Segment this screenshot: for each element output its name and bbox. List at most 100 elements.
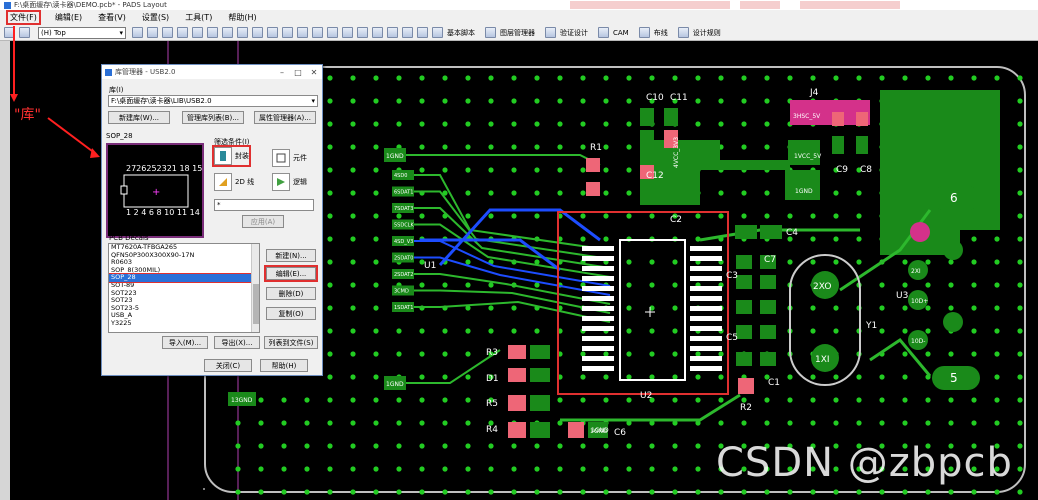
verify-design-icon[interactable] — [545, 27, 556, 38]
menu-setup[interactable]: 设置(S) — [141, 13, 170, 22]
hatch-icon[interactable] — [372, 27, 383, 38]
dimension-icon[interactable] — [252, 27, 263, 38]
verify-icon[interactable] — [402, 27, 413, 38]
basic-script-icon[interactable] — [432, 27, 443, 38]
filter-decal-toggle[interactable]: 封装 — [212, 145, 251, 167]
via — [281, 489, 287, 495]
decal-list-item[interactable]: SOT23-5 — [111, 303, 139, 312]
help-button[interactable]: 帮助(H) — [260, 359, 308, 372]
library-select[interactable]: F:\桌面缓存\读卡器\LIB\USB2.0 ▾ — [108, 95, 318, 107]
undo-icon[interactable] — [267, 27, 278, 38]
trace-label: 1SDAT1 — [394, 305, 413, 311]
filter-2d-label: 2D 线 — [235, 178, 255, 186]
route-button[interactable]: 布线 — [653, 28, 668, 37]
copy-decal-button[interactable]: 复制(O) — [266, 307, 316, 320]
via — [1017, 75, 1023, 81]
filter-2d-toggle[interactable]: 2D 线 — [214, 173, 254, 191]
cam-icon[interactable] — [598, 27, 609, 38]
via — [373, 282, 379, 288]
via — [902, 443, 908, 449]
layer-icon[interactable] — [132, 27, 143, 38]
maximize-icon[interactable]: □ — [294, 67, 302, 77]
window-icon[interactable] — [357, 27, 368, 38]
via — [580, 121, 586, 127]
new-decal-button[interactable]: 新建(N)... — [266, 249, 316, 262]
design-rules-button[interactable]: 设计规则 — [692, 28, 721, 37]
router-icon[interactable] — [638, 27, 650, 38]
via — [994, 397, 1000, 403]
drawing-manager-button[interactable]: 图层管理器 — [500, 28, 535, 37]
drafting-icon[interactable] — [237, 27, 248, 38]
move-icon[interactable] — [327, 27, 338, 38]
apply-button[interactable]: 应用(A) — [242, 215, 284, 228]
via — [925, 305, 931, 311]
layer-select[interactable]: (H) Top ▾ — [38, 26, 126, 39]
menu-edit[interactable]: 编辑(E) — [54, 13, 83, 22]
refresh-icon[interactable] — [417, 27, 428, 38]
via — [534, 489, 540, 495]
via — [580, 190, 586, 196]
via — [373, 351, 379, 357]
component-icon[interactable] — [222, 27, 233, 38]
copy-icon[interactable] — [147, 27, 158, 38]
ref-r2: R2 — [740, 403, 752, 413]
manage-library-list-button[interactable]: 管理库列表(B)... — [182, 111, 244, 124]
decal-list-item[interactable]: USB_A — [111, 311, 133, 320]
zoom-icon[interactable] — [162, 27, 173, 38]
close-icon[interactable]: ✕ — [310, 67, 318, 77]
filter-part-toggle[interactable]: 元件 — [272, 149, 307, 167]
attribute-manager-button[interactable]: 属性管理器(A)... — [254, 111, 316, 124]
highlight-icon[interactable] — [342, 27, 353, 38]
design-rules-icon[interactable] — [677, 27, 689, 38]
save-icon[interactable] — [19, 27, 30, 38]
verify-design-button[interactable]: 验证设计 — [560, 28, 588, 37]
grid-icon[interactable] — [177, 27, 188, 38]
via — [373, 489, 379, 495]
pad-icon[interactable] — [207, 27, 218, 38]
drawing-manager-icon[interactable] — [485, 27, 496, 38]
decal-list-scrollbar[interactable] — [251, 244, 259, 332]
menu-view[interactable]: 查看(V) — [98, 13, 126, 22]
search-icon[interactable] — [297, 27, 308, 38]
redo-icon[interactable] — [282, 27, 293, 38]
u2-pin-right — [690, 276, 722, 281]
minimize-icon[interactable]: – — [280, 67, 284, 77]
via — [626, 190, 632, 196]
decal-list-item[interactable]: SOT223 — [111, 288, 137, 297]
via — [488, 305, 494, 311]
route-icon[interactable] — [192, 27, 203, 38]
close-button[interactable]: 关闭(C) — [204, 359, 252, 372]
menu-tools[interactable]: 工具(T) — [185, 13, 213, 22]
net-label: 3HSC_5V — [793, 113, 821, 120]
decal-list-item[interactable]: Y3225 — [111, 318, 132, 327]
menu-help[interactable]: 帮助(H) — [228, 13, 257, 22]
via — [764, 397, 770, 403]
cam-button[interactable]: CAM — [613, 28, 629, 37]
net-label: 2XO — [813, 282, 831, 292]
edit-decal-button[interactable]: 编辑(E)... — [264, 265, 318, 282]
via — [557, 121, 563, 127]
report-icon[interactable] — [387, 27, 398, 38]
export-button[interactable]: 导出(X)... — [214, 336, 260, 349]
decal-list-item[interactable]: SOP_28 — [109, 273, 259, 283]
decal-list-item[interactable]: QFN50P300X300X90-17N — [111, 250, 195, 259]
delete-decal-button[interactable]: 删除(D) — [266, 287, 316, 300]
import-button[interactable]: 导入(M)... — [162, 336, 208, 349]
via — [488, 328, 494, 334]
via — [580, 236, 586, 242]
filter-logic-toggle[interactable]: 逻辑 — [272, 173, 307, 191]
new-library-button[interactable]: 新建库(W)... — [108, 111, 170, 124]
filter-input[interactable]: * — [214, 199, 314, 211]
via — [718, 397, 724, 403]
menu-file[interactable]: 文件(F) — [6, 10, 41, 25]
decal-list-item[interactable]: R0603 — [111, 258, 133, 267]
decal-list-item[interactable]: SOT23 — [111, 296, 133, 305]
pad — [664, 108, 678, 126]
decal-list-item[interactable]: MT7620A-TFBGA265 — [111, 243, 178, 251]
decal-list-item[interactable]: SOT-89 — [111, 280, 135, 289]
list-to-file-button[interactable]: 列表到文件(S) — [264, 336, 318, 349]
select-filter-icon[interactable] — [312, 27, 323, 38]
basic-script-button[interactable]: 基本脚本 — [447, 28, 475, 37]
decal-list-item[interactable]: SOP_8(300MIL) — [111, 265, 161, 274]
